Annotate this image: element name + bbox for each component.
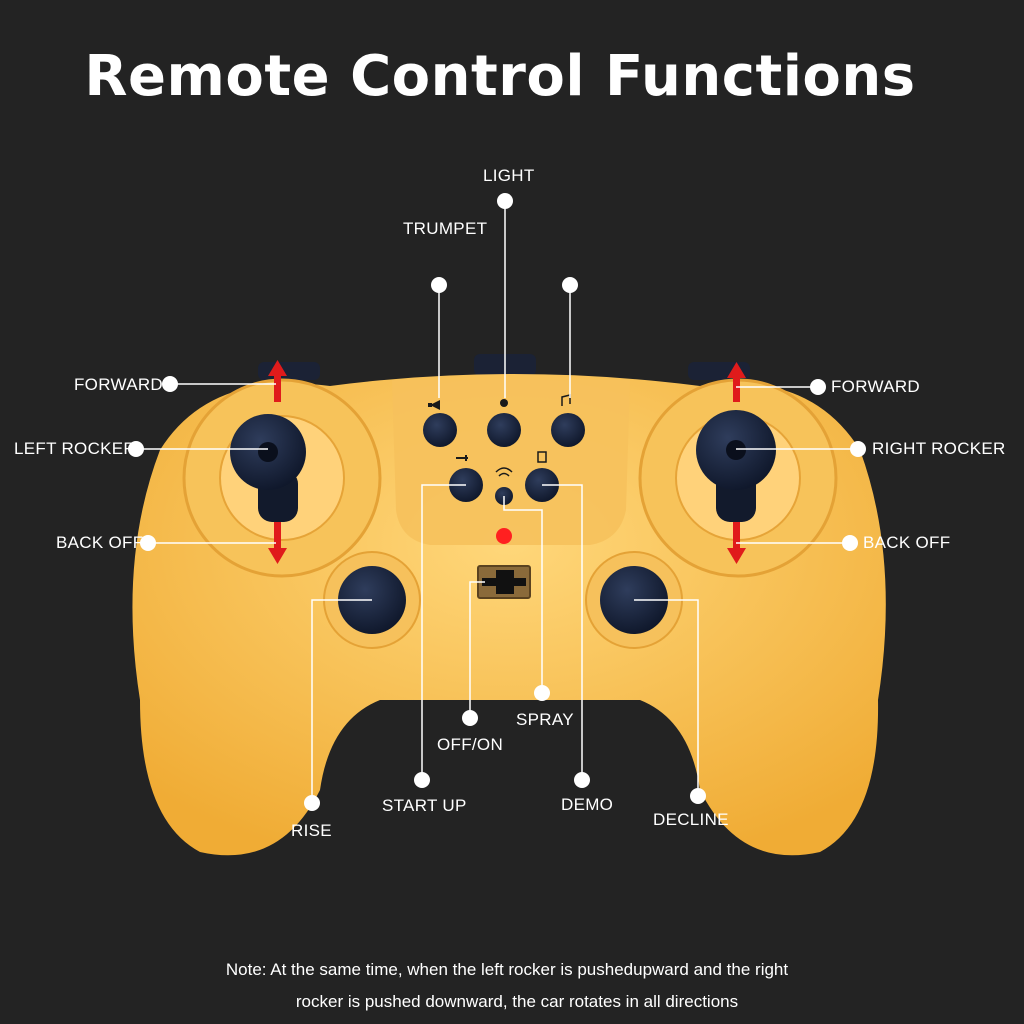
note-line-1: Note: At the same time, when the left ro… [0, 960, 1019, 980]
light-button[interactable] [487, 413, 521, 447]
power-led [496, 528, 512, 544]
label-left-rocker: LEFT ROCKER [14, 439, 136, 459]
label-forward-left: FORWARD [74, 375, 163, 395]
label-demo: DEMO [561, 795, 613, 815]
label-spray: SPRAY [516, 710, 574, 730]
label-off-on: OFF/ON [437, 735, 503, 755]
label-rise: RISE [291, 821, 332, 841]
label-decline: DECLINE [653, 810, 729, 830]
music-button[interactable] [551, 413, 585, 447]
label-forward-right: FORWARD [831, 377, 920, 397]
label-start-up: START UP [382, 796, 467, 816]
page-title: Remote Control Functions [0, 44, 1000, 109]
label-light: LIGHT [483, 166, 535, 186]
label-trumpet: TRUMPET [403, 219, 487, 239]
light-icon [500, 399, 508, 407]
note-line-2: rocker is pushed downward, the car rotat… [5, 992, 1024, 1012]
trumpet-button[interactable] [423, 413, 457, 447]
label-right-rocker: RIGHT ROCKER [872, 439, 1006, 459]
left-shoulder-button[interactable] [258, 362, 320, 380]
label-back-off-left: BACK OFF [56, 533, 143, 553]
label-back-off-right: BACK OFF [863, 533, 950, 553]
